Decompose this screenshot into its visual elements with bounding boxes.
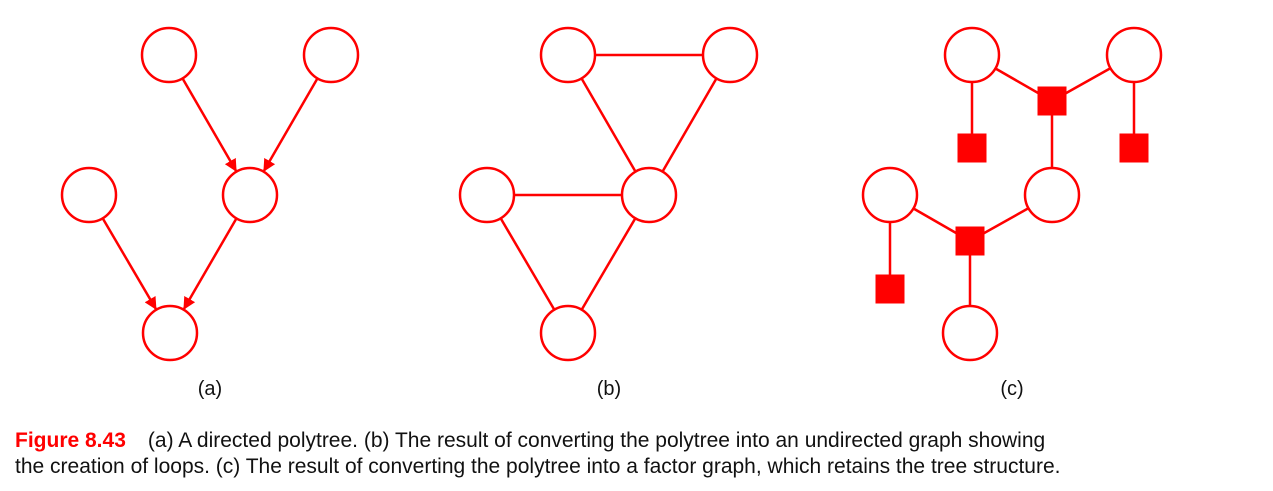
panel-a-directed-polytree <box>60 26 360 362</box>
node-n5 <box>941 304 999 362</box>
edge-n1-n4 <box>580 77 637 172</box>
node-n4 <box>221 166 279 224</box>
node-n1 <box>943 26 1001 84</box>
node-n1 <box>140 26 198 84</box>
edge-n2-n4 <box>262 77 319 172</box>
panel-a-label: (a) <box>197 378 223 400</box>
caption-line-2: the creation of loops. (c) The result of… <box>15 455 1061 478</box>
edge-n4-n5 <box>182 217 238 310</box>
node-n3 <box>60 166 118 224</box>
panel-b-undirected-graph <box>458 26 759 362</box>
node-n5 <box>539 304 597 362</box>
node-n2 <box>701 26 759 84</box>
node-n2 <box>1105 26 1163 84</box>
factor-f4 <box>955 226 985 256</box>
panel-c-factor-graph <box>861 26 1163 362</box>
diagram-canvas <box>60 26 1163 362</box>
edge-n1-n4 <box>181 77 238 172</box>
caption-line-1: (a) A directed polytree. (b) The result … <box>147 429 1046 452</box>
edge-n3-n5 <box>499 217 555 310</box>
factor-f3 <box>1119 133 1149 163</box>
factor-f5 <box>875 274 905 304</box>
node-n2 <box>302 26 360 84</box>
edge-n3-n5 <box>101 217 157 310</box>
edge-n2-n4 <box>661 77 718 172</box>
node-n5 <box>141 304 199 362</box>
panel-c-label: (c) <box>1000 378 1024 400</box>
node-n3 <box>861 166 919 224</box>
figure-caption: Figure 8.43 (a) A directed polytree. (b) … <box>15 428 1265 480</box>
factor-f2 <box>957 133 987 163</box>
panel-b-label: (b) <box>596 378 622 400</box>
node-n3 <box>458 166 516 224</box>
node-n1 <box>539 26 597 84</box>
edge-n4-n5 <box>581 217 637 310</box>
factor-f1 <box>1037 86 1067 116</box>
figure-number: Figure 8.43 <box>15 429 126 452</box>
node-n4 <box>620 166 678 224</box>
node-n4 <box>1023 166 1081 224</box>
